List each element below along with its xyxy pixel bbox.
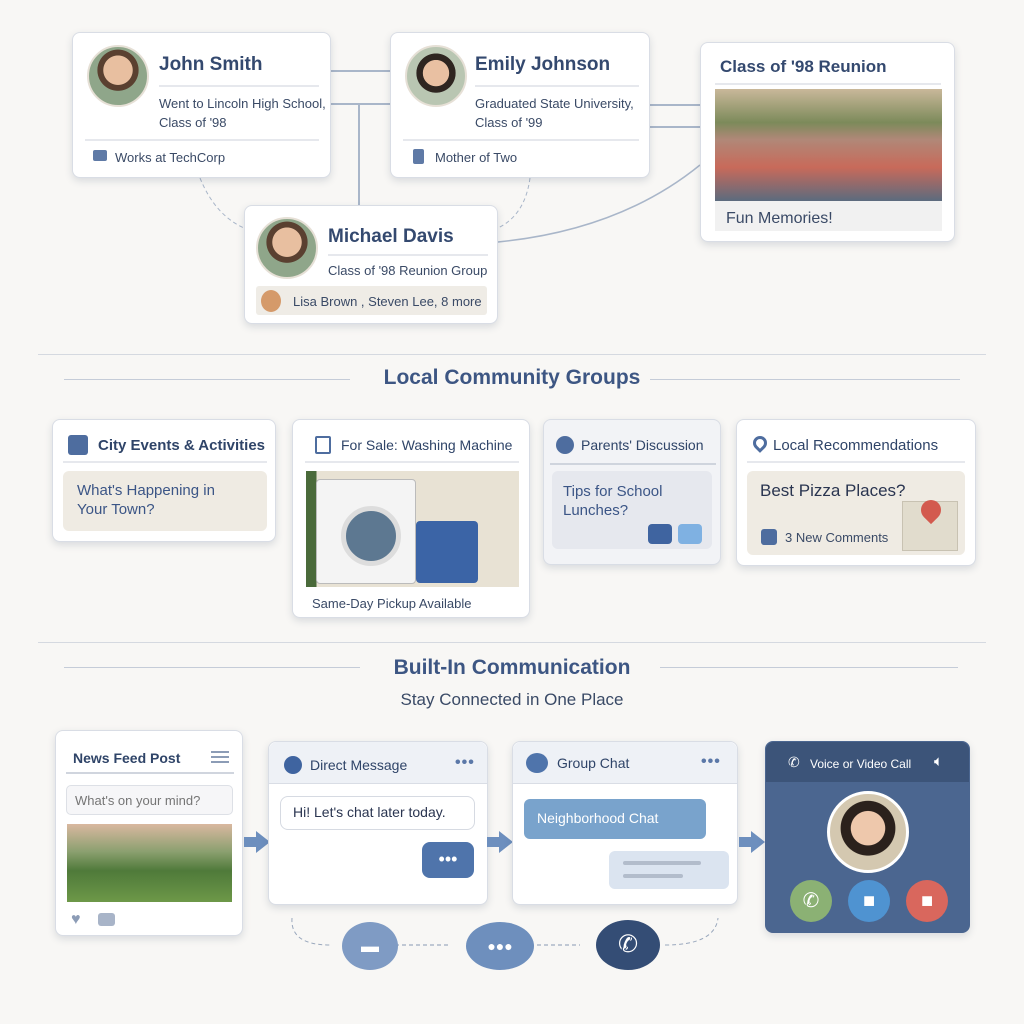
park-photo [67, 824, 232, 902]
profile-card-john[interactable]: John Smith Went to Lincoln High School, … [72, 32, 331, 178]
friend-avatar [261, 290, 281, 312]
typing-bubble-icon: ••• [422, 842, 474, 878]
menu-icon[interactable] [211, 751, 229, 763]
video-call-button[interactable]: ■ [848, 880, 890, 922]
answer-call-button[interactable]: ✆ [790, 880, 832, 922]
speaker-icon[interactable]: 🔈︎ [934, 753, 944, 770]
news-feed-card[interactable]: News Feed Post ♥ [55, 730, 243, 936]
profile-name: Michael Davis [328, 226, 454, 247]
more-options-icon[interactable]: ••• [701, 753, 721, 770]
avatar [87, 45, 149, 107]
more-options-icon[interactable]: ••• [455, 754, 475, 771]
heart-icon[interactable]: ♥ [71, 911, 81, 928]
profile-footer: Mother of Two [435, 150, 518, 165]
connector [331, 103, 390, 105]
chat-dots-icon [648, 524, 672, 544]
reunion-title: Class of '98 Reunion [720, 57, 887, 76]
group-icon: ●●● [466, 922, 534, 970]
section-title-communication: Built-In Communication [393, 656, 631, 679]
reunion-photo [715, 89, 942, 201]
comment-icon[interactable] [98, 913, 115, 926]
reunion-caption: Fun Memories! [726, 210, 833, 227]
profile-footer: Works at TechCorp [115, 150, 226, 165]
section-title-community: Local Community Groups [383, 366, 641, 389]
reunion-card[interactable]: Class of '98 Reunion Fun Memories! [700, 42, 955, 242]
profile-detail: Class of '98 Reunion Group [328, 263, 488, 278]
chat-minus-icon [678, 524, 702, 544]
message-text: Hi! Let's chat later today. [293, 804, 446, 820]
chat-bubble-icon [556, 436, 574, 454]
group-card-city-events[interactable]: City Events & Activities What's Happenin… [52, 419, 276, 542]
message-text: Neighborhood Chat [537, 810, 659, 826]
mutual-friends: Lisa Brown , Steven Lee, 8 more [293, 294, 482, 309]
message-bubble-icon: ▬ [342, 922, 398, 970]
section-subtitle: Stay Connected in One Place [400, 690, 624, 709]
washing-machine-photo [306, 471, 519, 587]
end-call-button[interactable]: ■ [906, 880, 948, 922]
avatar [256, 217, 318, 279]
briefcase-icon [93, 150, 107, 161]
profile-detail: Graduated State University, Class of '99 [475, 96, 634, 130]
chat-bubble-icon [284, 756, 302, 774]
baby-bottle-icon [413, 149, 424, 164]
group-chat-icon [526, 753, 548, 773]
avatar [405, 45, 467, 107]
profile-card-michael[interactable]: Michael Davis Class of '98 Reunion Group… [244, 205, 498, 324]
caller-avatar [827, 791, 909, 873]
profile-name: John Smith [159, 54, 263, 75]
connector-curves [199, 164, 701, 243]
arrow-right-icon [487, 831, 513, 853]
group-chat-card[interactable]: Group Chat ••• Neighborhood Chat [512, 741, 738, 905]
group-card-local-recommendations[interactable]: Local Recommendations Best Pizza Places?… [736, 419, 976, 566]
call-card[interactable]: ✆ Voice or Video Call 🔈︎ ✆ ■ ■ [765, 741, 970, 933]
calendar-icon [68, 435, 88, 455]
direct-message-card[interactable]: Direct Message ••• Hi! Let's chat later … [268, 741, 488, 905]
connector [358, 103, 360, 205]
phone-call-icon: ✆ [596, 920, 660, 970]
phone-icon: ✆ [788, 754, 800, 770]
profile-name: Emily Johnson [475, 54, 611, 75]
post-input[interactable] [66, 785, 233, 815]
connector [650, 104, 700, 106]
profile-detail: Went to Lincoln High School, Class of '9… [159, 96, 326, 130]
washer-icon [315, 436, 331, 454]
profile-card-emily[interactable]: Emily Johnson Graduated State University… [390, 32, 650, 178]
arrow-right-icon [244, 831, 270, 853]
connector [650, 126, 700, 128]
group-card-parents[interactable]: Parents' Discussion Tips for School Lunc… [543, 419, 721, 565]
group-card-for-sale[interactable]: For Sale: Washing Machine Same-Day Picku… [292, 419, 530, 618]
arrow-right-icon [739, 831, 765, 853]
comment-icon [761, 529, 777, 545]
map-pin-icon [750, 433, 770, 453]
connector [331, 70, 390, 72]
